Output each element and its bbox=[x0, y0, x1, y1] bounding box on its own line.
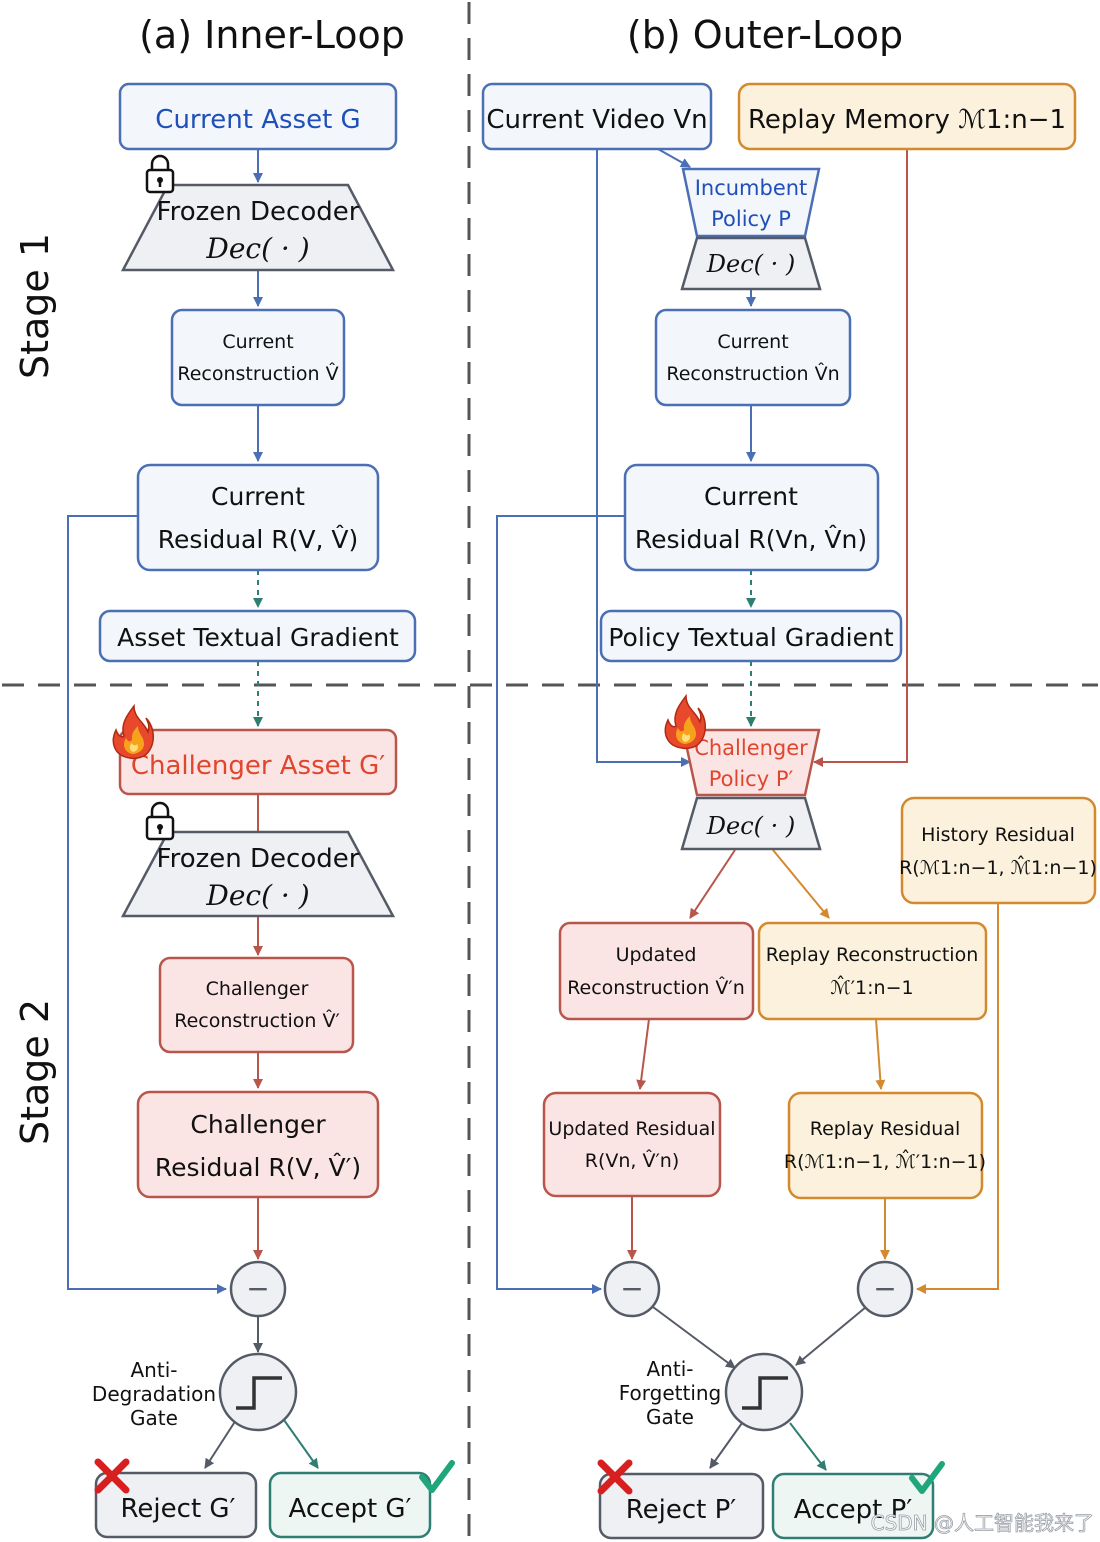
cross-icon bbox=[597, 1459, 633, 1495]
outer-current-residual-line1: Current bbox=[704, 482, 798, 511]
current-video-box: Current Video Vn bbox=[481, 82, 713, 151]
inner-current-reconstruction-box: Current Reconstruction V̂ bbox=[170, 308, 346, 407]
fire-icon bbox=[664, 693, 706, 750]
incumbent-policy-block: Incumbent Policy P Dec( · ) bbox=[680, 167, 822, 291]
incumbent-policy-line2: Policy P bbox=[711, 207, 791, 231]
outer-current-reconstruction-line2: Reconstruction V̂n bbox=[666, 363, 839, 385]
replay-reconstruction-line1: Replay Reconstruction bbox=[766, 944, 979, 966]
updated-reconstruction-box: Updated Reconstruction V̂′n bbox=[558, 921, 755, 1021]
accept-p-box: Accept P′ bbox=[771, 1472, 935, 1540]
challenger-residual-line1: Challenger bbox=[190, 1110, 326, 1139]
inner-minus-symbol: − bbox=[246, 1272, 269, 1305]
step-function-icon bbox=[236, 1376, 282, 1410]
asset-textual-gradient-box: Asset Textual Gradient bbox=[98, 609, 417, 663]
reject-g-label: Reject G′ bbox=[121, 1494, 236, 1524]
gate-label-line1: Anti- bbox=[131, 1358, 178, 1382]
outer-minus-symbol-right: − bbox=[873, 1272, 896, 1305]
replay-residual-line1: Replay Residual bbox=[810, 1118, 961, 1140]
updated-residual-line2: R(Vn, V̂′n) bbox=[585, 1150, 680, 1172]
replay-memory-label: Replay Memory ℳ1:n−1 bbox=[748, 105, 1066, 135]
replay-memory-box: Replay Memory ℳ1:n−1 bbox=[737, 82, 1077, 151]
policy-textual-gradient-label: Policy Textual Gradient bbox=[608, 623, 893, 652]
inner-current-residual-line2: Residual R(V, V̂) bbox=[158, 525, 359, 554]
challenger-policy-block: Challenger Policy P′ Dec( · ) bbox=[680, 728, 822, 851]
frozen-decoder-1-formula: Dec( · ) bbox=[205, 232, 309, 265]
outer-dec-2-label: Dec( · ) bbox=[706, 812, 796, 840]
outer-dec-1-label: Dec( · ) bbox=[706, 250, 796, 278]
stage-1-label: Stage 1 bbox=[13, 233, 57, 379]
gate-label-line3: Gate bbox=[130, 1406, 178, 1430]
policy-textual-gradient-box: Policy Textual Gradient bbox=[599, 609, 903, 663]
updated-residual-box: Updated Residual R(Vn, V̂′n) bbox=[542, 1091, 722, 1198]
challenger-residual-line2: Residual R(V, V̂′) bbox=[155, 1153, 361, 1182]
reject-g-box: Reject G′ bbox=[94, 1471, 258, 1539]
updated-reconstruction-line2: Reconstruction V̂′n bbox=[567, 977, 745, 999]
outer-gate-label-line1: Anti- bbox=[647, 1357, 694, 1381]
updated-reconstruction-line1: Updated bbox=[616, 944, 697, 966]
inner-current-residual-line1: Current bbox=[211, 482, 305, 511]
challenger-asset-label: Challenger Asset G′ bbox=[131, 751, 385, 781]
replay-residual-box: Replay Residual R(ℳ1:n−1, ℳ̂′1:n−1) bbox=[784, 1091, 986, 1200]
outer-loop-title: (b) Outer-Loop bbox=[627, 13, 903, 57]
cross-icon bbox=[94, 1458, 130, 1494]
anti-forgetting-gate bbox=[724, 1352, 804, 1432]
outer-current-residual-line2: Residual R(Vn, V̂n) bbox=[635, 525, 867, 554]
check-icon bbox=[909, 1461, 945, 1494]
outer-gate-label-line3: Gate bbox=[646, 1405, 694, 1429]
inner-current-reconstruction-line2: Reconstruction V̂ bbox=[177, 363, 338, 385]
stage-2-label: Stage 2 bbox=[13, 999, 57, 1145]
updated-residual-line1: Updated Residual bbox=[548, 1118, 715, 1140]
check-icon bbox=[419, 1460, 455, 1493]
lock-icon bbox=[145, 801, 175, 841]
reject-p-label: Reject P′ bbox=[626, 1495, 737, 1525]
accept-g-label: Accept G′ bbox=[289, 1494, 412, 1524]
challenger-asset-box: Challenger Asset G′ bbox=[118, 728, 398, 796]
challenger-residual-box: Challenger Residual R(V, V̂′) bbox=[136, 1090, 380, 1199]
inner-current-reconstruction-line1: Current bbox=[222, 331, 293, 353]
inner-connectors bbox=[67, 149, 319, 1469]
challenger-policy-line1: Challenger bbox=[694, 736, 808, 760]
anti-degradation-gate bbox=[218, 1352, 298, 1432]
replay-residual-line2: R(ℳ1:n−1, ℳ̂′1:n−1) bbox=[784, 1149, 986, 1173]
outer-minus-node-left: − bbox=[603, 1260, 661, 1318]
incumbent-policy-line1: Incumbent bbox=[695, 176, 808, 200]
challenger-policy-line2: Policy P′ bbox=[709, 767, 794, 791]
challenger-reconstruction-line2: Reconstruction V̂′ bbox=[174, 1010, 340, 1032]
challenger-reconstruction-box: Challenger Reconstruction V̂′ bbox=[158, 956, 355, 1054]
accept-g-box: Accept G′ bbox=[268, 1471, 432, 1539]
inner-minus-node: − bbox=[229, 1260, 287, 1318]
outer-minus-symbol-left: − bbox=[620, 1272, 643, 1305]
inner-current-residual-box: Current Residual R(V, V̂) bbox=[136, 463, 380, 572]
outer-current-reconstruction-box: Current Reconstruction V̂n bbox=[654, 308, 852, 407]
current-video-label: Current Video Vn bbox=[486, 105, 707, 135]
replay-reconstruction-line2: ℳ̂′1:n−1 bbox=[830, 975, 913, 999]
outer-current-residual-box: Current Residual R(Vn, V̂n) bbox=[623, 463, 880, 572]
lock-icon bbox=[145, 154, 175, 194]
accept-p-label: Accept P′ bbox=[794, 1495, 913, 1525]
outer-gate-label-line2: Forgetting bbox=[619, 1381, 722, 1405]
outer-connectors bbox=[496, 148, 999, 1471]
reject-p-box: Reject P′ bbox=[598, 1472, 765, 1540]
outer-minus-node-right: − bbox=[856, 1260, 914, 1318]
frozen-decoder-1-title: Frozen Decoder bbox=[157, 197, 360, 227]
outer-current-reconstruction-line1: Current bbox=[717, 331, 788, 353]
replay-reconstruction-box: Replay Reconstruction ℳ̂′1:n−1 bbox=[757, 921, 988, 1021]
frozen-decoder-1: Frozen Decoder Dec( · ) bbox=[120, 183, 396, 272]
frozen-decoder-2-formula: Dec( · ) bbox=[205, 879, 309, 912]
challenger-reconstruction-line1: Challenger bbox=[206, 978, 309, 1000]
asset-textual-gradient-label: Asset Textual Gradient bbox=[117, 623, 399, 652]
inner-loop-title: (a) Inner-Loop bbox=[139, 13, 405, 57]
history-residual-box: History Residual R(ℳ1:n−1, ℳ̂1:n−1) bbox=[899, 796, 1097, 905]
current-asset-label: Current Asset G bbox=[155, 105, 360, 135]
frozen-decoder-2-title: Frozen Decoder bbox=[157, 844, 360, 874]
gate-label-line2: Degradation bbox=[92, 1382, 216, 1406]
history-residual-line1: History Residual bbox=[921, 824, 1075, 846]
step-function-icon bbox=[742, 1376, 788, 1410]
fire-icon bbox=[112, 703, 154, 760]
frozen-decoder-2: Frozen Decoder Dec( · ) bbox=[120, 830, 396, 918]
history-residual-line2: R(ℳ1:n−1, ℳ̂1:n−1) bbox=[899, 855, 1097, 879]
watermark-text: CSDN @人工智能我来了 bbox=[871, 1511, 1094, 1535]
current-asset-box: Current Asset G bbox=[118, 82, 398, 151]
